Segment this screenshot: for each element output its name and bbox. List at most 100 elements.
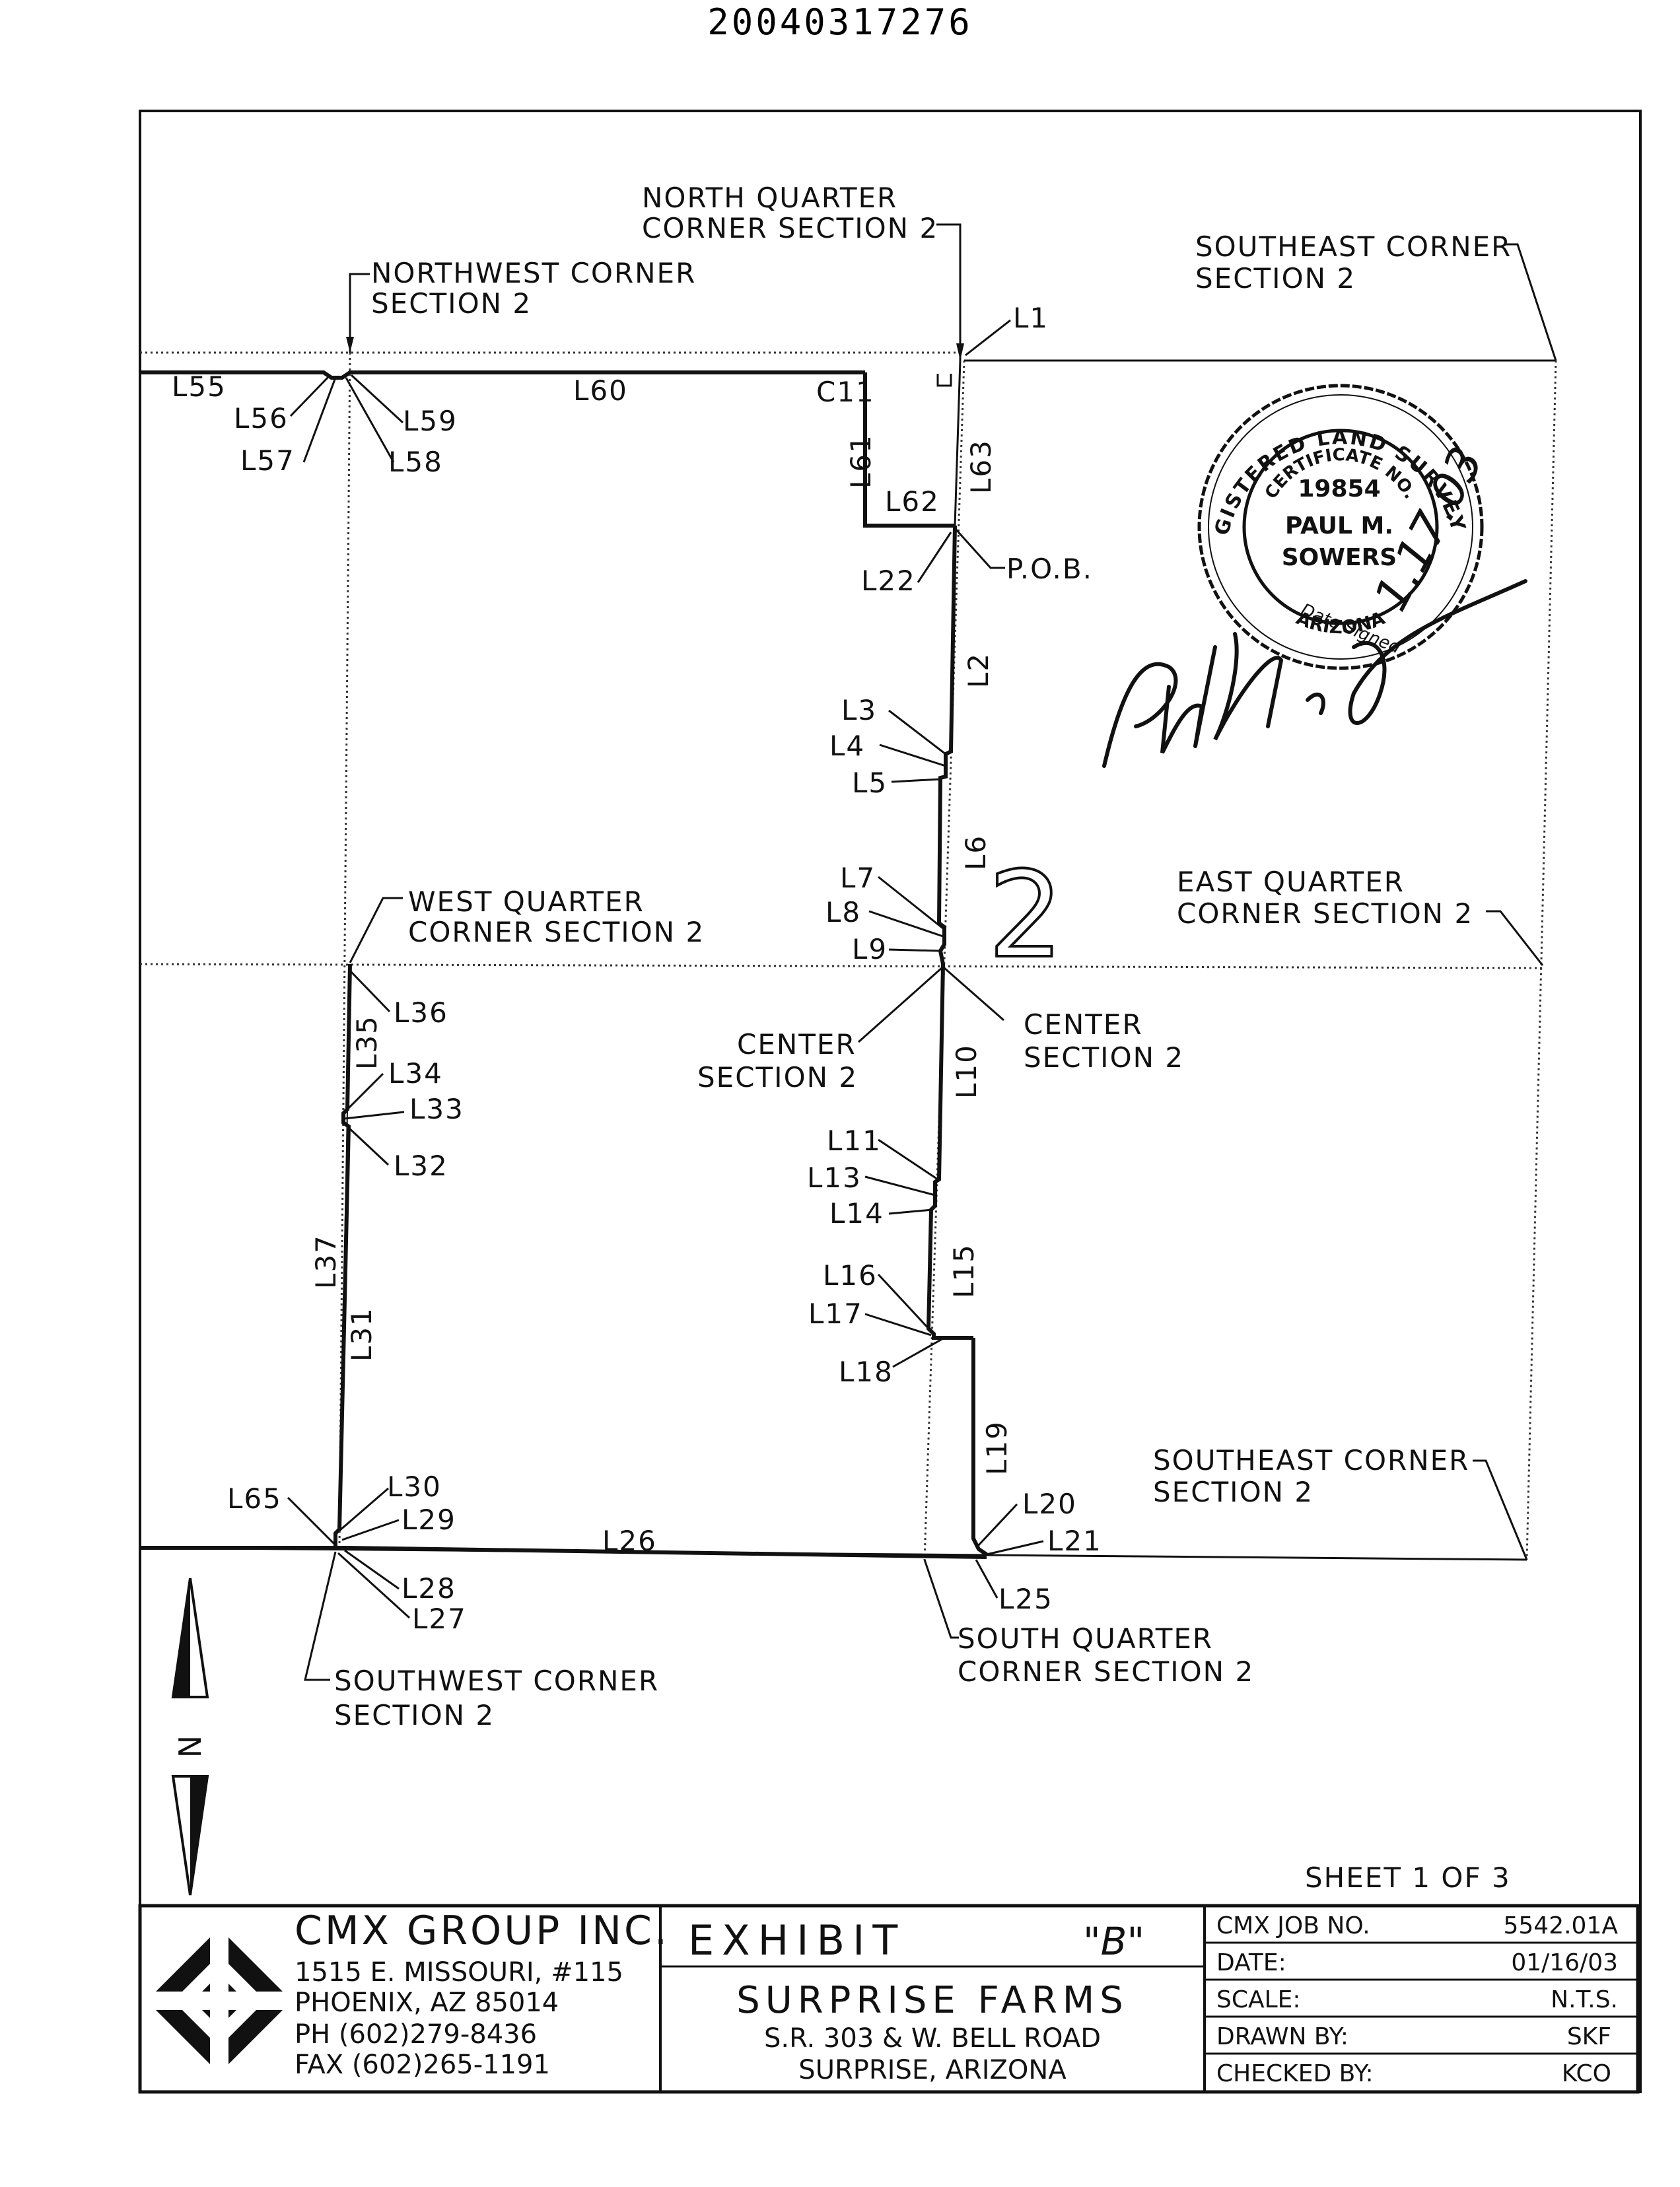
- label-L19: L19: [981, 1420, 1013, 1475]
- company-address-1: 1515 E. MISSOURI, #115: [295, 1957, 623, 1988]
- northwest-label-2: SECTION 2: [371, 287, 532, 320]
- label-L36: L36: [394, 996, 448, 1029]
- parcel-boundary: [140, 360, 988, 1559]
- label-L60: L60: [573, 374, 628, 407]
- label-L31: L31: [345, 1307, 378, 1362]
- signature: [1102, 579, 1527, 768]
- pob-label: P.O.B.: [1006, 553, 1093, 585]
- surveyor-seal: REGISTERED LAND SURVEYOR CERTIFICATE NO.…: [0, 0, 1527, 768]
- south-quarter-label-1: SOUTH QUARTER: [958, 1622, 1213, 1655]
- seal-name-1: PAUL M.: [1285, 512, 1393, 539]
- label-L33: L33: [409, 1093, 464, 1125]
- seal-number: 19854: [1298, 475, 1380, 503]
- label-L8: L8: [825, 896, 861, 928]
- company-phone: PH (602)279-8436: [295, 2019, 537, 2050]
- label-L9: L9: [852, 933, 888, 965]
- document-number: 20040317276: [707, 1, 973, 43]
- scale-label: SCALE:: [1216, 1986, 1301, 2013]
- label-L4: L4: [829, 730, 865, 762]
- label-L18: L18: [839, 1356, 893, 1388]
- date-value: 01/16/03: [1511, 1949, 1618, 1976]
- job-number-value: 5542.01A: [1504, 1912, 1619, 1939]
- checked-by-label: CHECKED BY:: [1216, 2060, 1374, 2087]
- cmx-logo-icon: [145, 1927, 293, 2075]
- label-L26: L26: [602, 1525, 657, 1557]
- label-L6: L6: [960, 835, 992, 870]
- company-address-2: PHOENIX, AZ 85014: [295, 1988, 559, 2018]
- label-L15: L15: [948, 1243, 980, 1298]
- scale-value: N.T.S.: [1551, 1986, 1618, 2013]
- title-block: CMX GROUP INC. 1515 E. MISSOURI, #115 PH…: [138, 1904, 1640, 2094]
- label-L7: L7: [840, 862, 876, 894]
- exhibit-letter: "B": [1083, 1919, 1144, 1964]
- label-L21: L21: [1047, 1525, 1102, 1557]
- company-fax: FAX (602)265-1191: [295, 2050, 550, 2080]
- drawn-by-value: SKF: [1567, 2023, 1611, 2050]
- center-right-label-2: SECTION 2: [1024, 1041, 1184, 1074]
- label-L34: L34: [388, 1057, 443, 1090]
- drawn-by-label: DRAWN BY:: [1216, 2023, 1348, 2050]
- label-L16: L16: [823, 1259, 878, 1292]
- north-arrow-label: N: [172, 1734, 208, 1758]
- west-quarter-label-2: CORNER SECTION 2: [408, 916, 705, 948]
- label-L62: L62: [885, 485, 940, 518]
- label-L30: L30: [387, 1471, 442, 1503]
- label-L57: L57: [240, 444, 295, 477]
- south-quarter-label-2: CORNER SECTION 2: [958, 1655, 1254, 1688]
- job-number-label: CMX JOB NO.: [1216, 1912, 1370, 1939]
- label-L20: L20: [1022, 1488, 1077, 1520]
- southwest-label-1: SOUTHWEST CORNER: [334, 1665, 659, 1697]
- label-L59: L59: [403, 405, 458, 437]
- north-quarter-label-1: NORTH QUARTER: [642, 182, 897, 214]
- southwest-label-2: SECTION 2: [334, 1699, 495, 1731]
- label-L55: L55: [172, 370, 227, 403]
- southeast-top-label-1: SOUTHEAST CORNER: [1195, 230, 1512, 263]
- project-road: S.R. 303 & W. BELL ROAD: [764, 2023, 1101, 2054]
- project-city: SURPRISE, ARIZONA: [798, 2055, 1067, 2085]
- project-name: SURPRISE FARMS: [736, 1979, 1129, 2022]
- center-left-label-1: CENTER: [737, 1028, 857, 1060]
- label-L61: L61: [845, 434, 877, 489]
- southeast-bottom-label-2: SECTION 2: [1153, 1476, 1313, 1508]
- east-quarter-label-1: EAST QUARTER: [1177, 866, 1405, 898]
- west-quarter-label-1: WEST QUARTER: [408, 885, 645, 918]
- label-L63: L63: [965, 439, 997, 494]
- label-L13: L13: [807, 1162, 862, 1194]
- center-right-label-1: CENTER: [1024, 1008, 1143, 1041]
- date-label: DATE:: [1216, 1949, 1286, 1976]
- seal-name-2: SOWERS: [1282, 544, 1397, 571]
- label-L11: L11: [827, 1125, 882, 1157]
- label-L1: L1: [1013, 302, 1049, 334]
- label-L2: L2: [962, 652, 995, 688]
- section-number: 2: [988, 847, 1064, 985]
- leader-lines: [287, 223, 1557, 1681]
- east-quarter-label-2: CORNER SECTION 2: [1177, 897, 1473, 930]
- label-L14: L14: [829, 1197, 884, 1230]
- center-left-label-2: SECTION 2: [697, 1061, 858, 1094]
- label-L10: L10: [950, 1044, 983, 1099]
- exhibit-title: EXHIBIT: [688, 1916, 905, 1964]
- northwest-label-1: NORTHWEST CORNER: [371, 257, 696, 289]
- sheet-label: SHEET 1 OF 3: [1305, 1861, 1511, 1894]
- label-L3: L3: [841, 694, 877, 726]
- label-C11: C11: [816, 376, 875, 408]
- label-L22: L22: [861, 565, 916, 597]
- label-L32: L32: [394, 1150, 448, 1182]
- north-arrow: N: [171, 1578, 209, 1896]
- label-L56: L56: [234, 402, 289, 434]
- label-L35: L35: [351, 1015, 383, 1070]
- label-L17: L17: [808, 1298, 863, 1330]
- line-labels: L1 L55 L56 L57 L59 L58 L60 C11 L62 L22 L…: [172, 302, 1102, 1635]
- label-L5: L5: [852, 767, 888, 799]
- label-L29: L29: [402, 1504, 456, 1536]
- label-L58: L58: [388, 446, 443, 478]
- label-L27: L27: [412, 1603, 467, 1635]
- north-quarter-label-2: CORNER SECTION 2: [642, 212, 938, 244]
- southeast-top-label-2: SECTION 2: [1195, 262, 1356, 295]
- label-L65: L65: [227, 1482, 282, 1515]
- label-L25: L25: [998, 1583, 1053, 1615]
- label-L37: L37: [310, 1234, 342, 1289]
- company-name: CMX GROUP INC.: [295, 1908, 670, 1954]
- southeast-bottom-label-1: SOUTHEAST CORNER: [1153, 1444, 1469, 1476]
